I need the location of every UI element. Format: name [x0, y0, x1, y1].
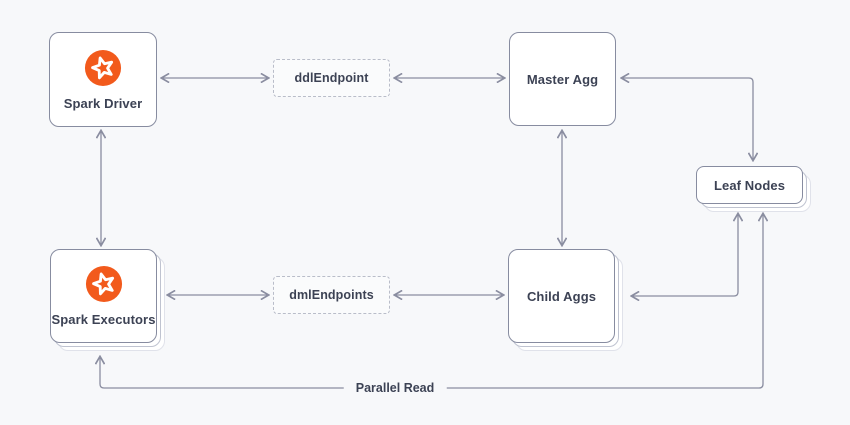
node-leaf-nodes: Leaf Nodes [696, 166, 811, 212]
node-spark-driver-label: Spark Driver [63, 95, 143, 111]
node-ddl-endpoint: ddlEndpoint [273, 59, 390, 97]
parallel-read-label: Parallel Read [343, 380, 447, 396]
star-logo-icon [84, 49, 122, 86]
node-spark-driver-surface: Spark Driver [49, 32, 157, 127]
node-spark-executors-label: Spark Executors [51, 312, 156, 327]
node-spark-driver: Spark Driver [49, 32, 157, 127]
node-master-agg: Master Agg [509, 32, 616, 126]
node-leaf-nodes-label: Leaf Nodes [713, 177, 786, 193]
node-ddl-endpoint-label: ddlEndpoint [294, 71, 369, 85]
node-child-aggs: Child Aggs [508, 249, 623, 351]
node-spark-executors: Spark Executors [50, 249, 165, 351]
node-spark-executors-surface: Spark Executors [50, 249, 157, 343]
node-master-agg-surface: Master Agg [509, 32, 616, 126]
node-dml-endpoints: dmlEndpoints [273, 276, 390, 314]
node-child-aggs-surface: Child Aggs [508, 249, 615, 343]
node-leaf-nodes-surface: Leaf Nodes [696, 166, 803, 204]
node-dml-endpoints-label: dmlEndpoints [289, 288, 374, 302]
node-master-agg-label: Master Agg [526, 71, 599, 87]
node-child-aggs-label: Child Aggs [526, 288, 597, 304]
star-logo-icon [85, 265, 122, 303]
